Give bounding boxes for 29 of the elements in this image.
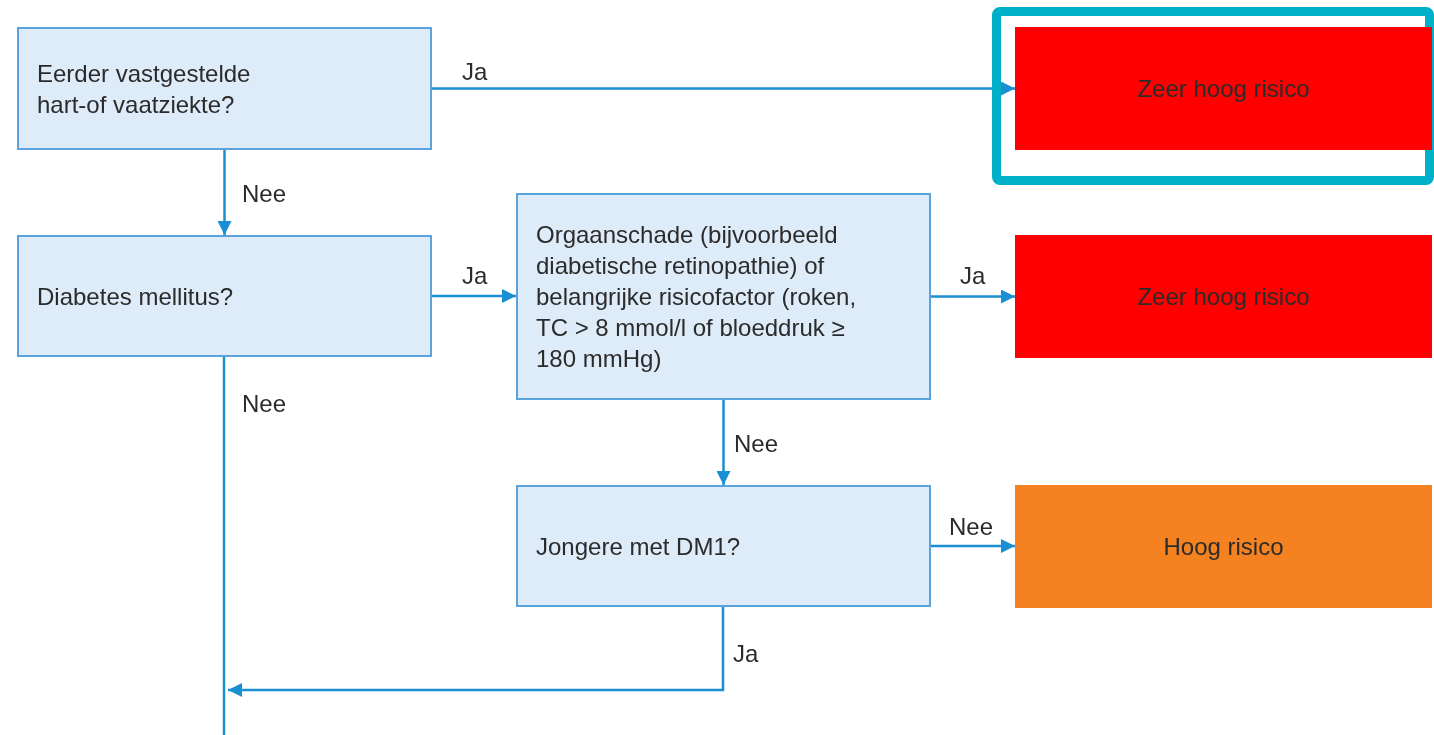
- question-box: [516, 193, 931, 400]
- edge-label: Nee: [734, 430, 779, 458]
- node-text: Zeer hoog risico: [1137, 282, 1310, 312]
- arrow: [228, 607, 725, 697]
- question-box: [17, 27, 432, 150]
- node-text: Orgaanschade (bijvoorbeeld diabetische retinopathie) of belangrijke risicofactor (roken, TC > 8 mmol/l of bloeddruk ≥ 180 mmHg): [536, 220, 858, 374]
- arrow: [432, 289, 516, 303]
- node-text: Eerder vastgestelde hart-of vaatziekte?: [37, 58, 252, 120]
- risk-box: [1015, 27, 1432, 150]
- edge-label: Ja: [733, 640, 759, 668]
- edge-label: Nee: [949, 513, 994, 541]
- edge-label: Nee: [242, 180, 287, 208]
- edge-label: Ja: [960, 262, 986, 290]
- node-text: Hoog risico: [1163, 532, 1284, 562]
- edge-label: Nee: [242, 390, 287, 418]
- arrow: [931, 289, 1015, 304]
- arrow: [716, 400, 731, 485]
- arrow: [432, 81, 1015, 96]
- risk-box: [1015, 235, 1432, 358]
- arrow: [931, 539, 1015, 553]
- question-box: [17, 235, 432, 357]
- node-text: Zeer hoog risico: [1137, 74, 1310, 104]
- node-text: Diabetes mellitus?: [37, 281, 234, 312]
- edge-label: Ja: [462, 262, 488, 290]
- question-box: [516, 485, 931, 607]
- arrow: [217, 150, 232, 235]
- edge-label: Ja: [462, 58, 488, 86]
- risk-box: [1015, 485, 1432, 608]
- node-text: Jongere met DM1?: [536, 531, 741, 562]
